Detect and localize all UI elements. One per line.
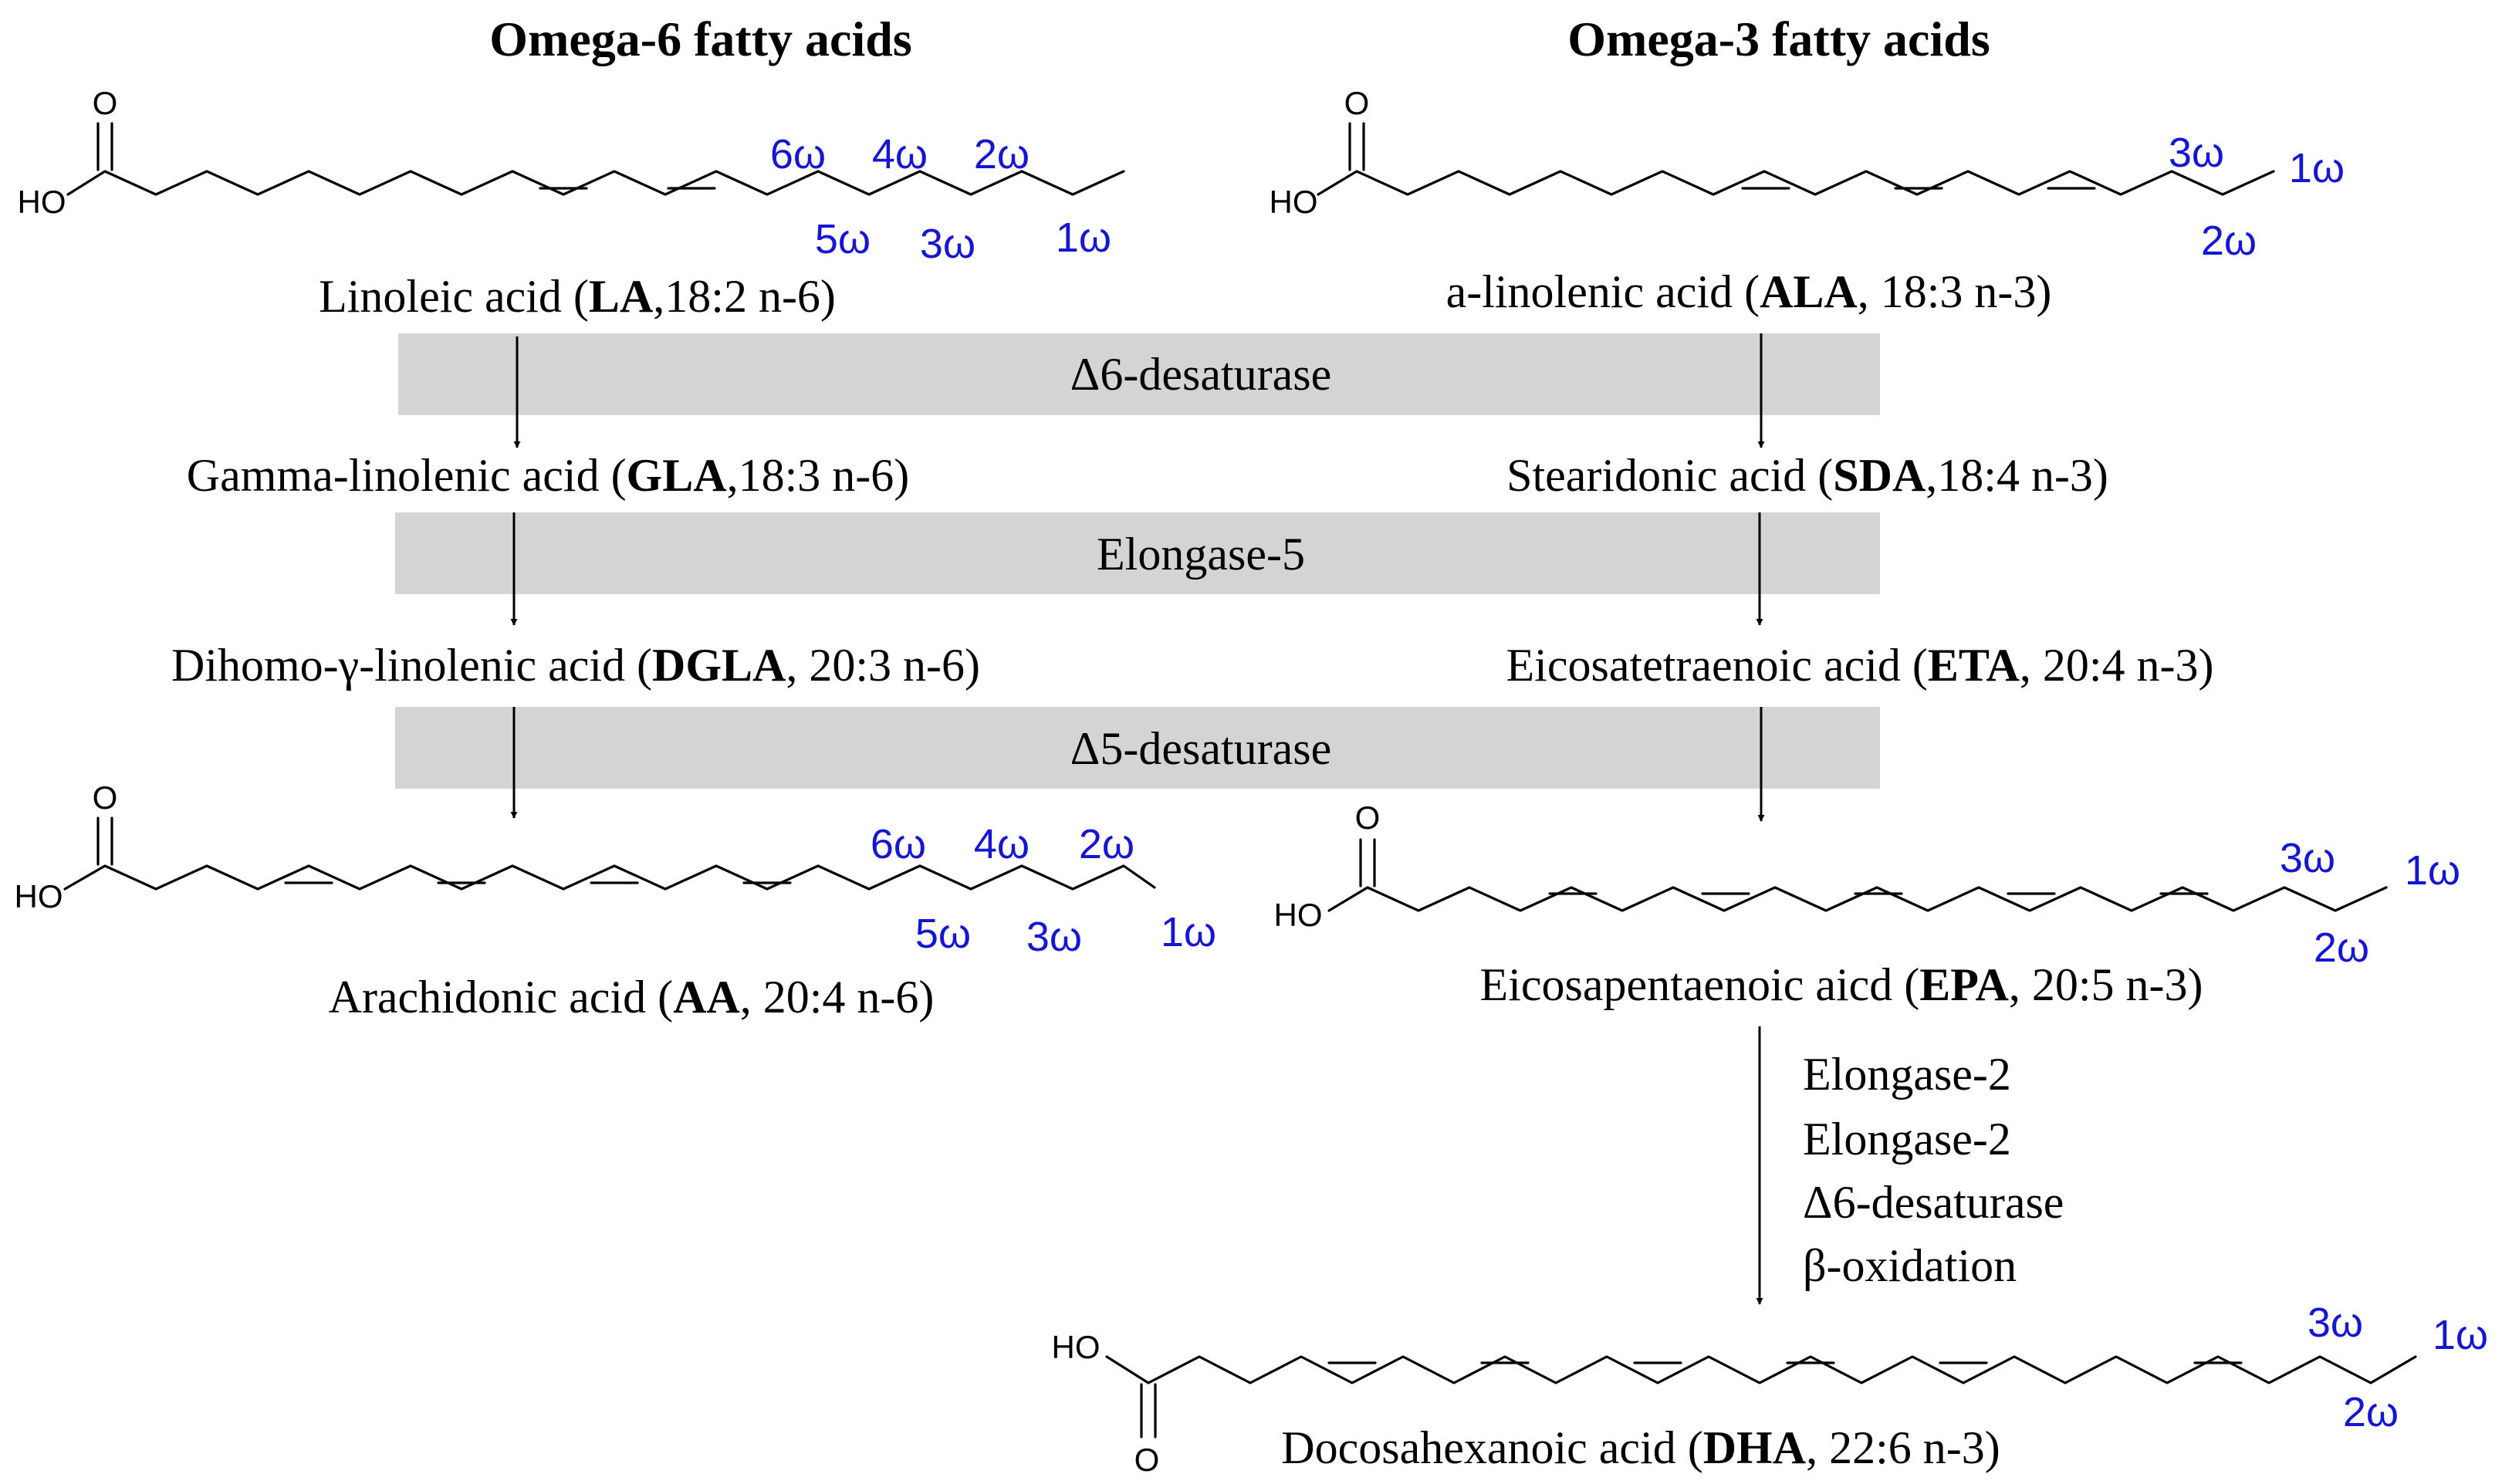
enzyme-band-delta6 bbox=[398, 333, 1880, 415]
omega-label: 2ω bbox=[2343, 1389, 2399, 1435]
oxygen-atom: O bbox=[1355, 799, 1381, 836]
omega-label: 1ω bbox=[2405, 847, 2460, 894]
omega-label: 3ω bbox=[1026, 914, 1082, 960]
omega-label: 2ω bbox=[2201, 218, 2257, 264]
omega-label: 2ω bbox=[1079, 821, 1134, 867]
epa-to-dha-steps: Elongase-2 Elongase-2 Δ6-desaturase β-ox… bbox=[1803, 1049, 2064, 1291]
omega-label: 5ω bbox=[815, 216, 871, 262]
omega-label: 3ω bbox=[2169, 130, 2224, 176]
omega-label: 4ω bbox=[872, 131, 928, 177]
label-dgla: Dihomo-γ-linolenic acid (DGLA, 20:3 n-6) bbox=[171, 640, 980, 691]
omega-label: 6ω bbox=[770, 131, 826, 177]
hydroxyl-group: HO bbox=[1274, 897, 1323, 933]
structure-docosahexaenoic-acid: O HO 3ω 1ω 2ω bbox=[1052, 1300, 2489, 1478]
structure-eicosapentaenoic-acid: O HO 3ω 1ω 2ω bbox=[1274, 799, 2461, 971]
step-delta6: Δ6-desaturase bbox=[1803, 1177, 2064, 1228]
oxygen-atom: O bbox=[93, 779, 118, 816]
label-la: Linoleic acid (LA,18:2 n-6) bbox=[319, 271, 836, 322]
omega3-header: Omega-3 fatty acids bbox=[1567, 12, 1990, 66]
oxygen-atom: O bbox=[1344, 85, 1370, 121]
omega6-header: Omega-6 fatty acids bbox=[489, 12, 911, 66]
structure-linoleic-acid: O HO 6ω 4ω 2ω 5ω 3ω 1ω bbox=[18, 85, 1125, 267]
omega-label: 5ω bbox=[915, 911, 971, 957]
omega-label: 1ω bbox=[2289, 145, 2345, 191]
omega-label: 3ω bbox=[920, 221, 975, 267]
oxygen-atom: O bbox=[93, 85, 118, 121]
enzyme-label-delta6: Δ6-desaturase bbox=[1070, 349, 1331, 400]
omega-label: 3ω bbox=[2308, 1300, 2363, 1346]
omega-label: 2ω bbox=[974, 131, 1030, 177]
omega-label: 1ω bbox=[2433, 1312, 2488, 1358]
enzyme-label-delta5: Δ5-desaturase bbox=[1070, 723, 1331, 774]
pathway-arrows bbox=[510, 333, 1765, 1305]
hydroxyl-group: HO bbox=[18, 184, 66, 220]
label-sda: Stearidonic acid (SDA,18:4 n-3) bbox=[1506, 450, 2108, 501]
label-ala: a-linolenic acid (ALA, 18:3 n-3) bbox=[1446, 266, 2052, 317]
label-eta: Eicosatetraenoic acid (ETA, 20:4 n-3) bbox=[1506, 640, 2214, 691]
oxygen-atom: O bbox=[1134, 1442, 1160, 1478]
label-gla: Gamma-linolenic acid (GLA,18:3 n-6) bbox=[187, 450, 909, 501]
step-elongase2-a: Elongase-2 bbox=[1803, 1049, 2011, 1100]
label-dha: Docosahexanoic acid (DHA, 22:6 n-3) bbox=[1281, 1422, 2000, 1473]
step-elongase2-b: Elongase-2 bbox=[1803, 1114, 2011, 1165]
structure-arachidonic-acid: O HO 6ω 4ω 2ω 5ω 3ω 1ω bbox=[15, 779, 1217, 960]
omega-label: 3ω bbox=[2280, 835, 2335, 881]
omega-label: 2ω bbox=[2314, 925, 2369, 971]
omega-label: 6ω bbox=[871, 821, 926, 867]
enzyme-band-delta5 bbox=[395, 707, 1880, 789]
omega-label: 1ω bbox=[1056, 215, 1111, 261]
enzyme-label-elongase5: Elongase-5 bbox=[1097, 529, 1305, 580]
omega-label: 4ω bbox=[974, 821, 1030, 867]
hydroxyl-group: HO bbox=[15, 878, 63, 914]
step-beta-oxidation: β-oxidation bbox=[1803, 1240, 2017, 1291]
hydroxyl-group: HO bbox=[1270, 184, 1318, 220]
hydroxyl-group: HO bbox=[1052, 1329, 1101, 1365]
label-aa: Arachidonic acid (AA, 20:4 n-6) bbox=[329, 972, 935, 1023]
label-epa: Eicosapentaenoic aicd (EPA, 20:5 n-3) bbox=[1480, 959, 2203, 1010]
enzyme-band-elongase5 bbox=[395, 512, 1880, 594]
omega-label: 1ω bbox=[1161, 909, 1216, 955]
structure-alpha-linolenic-acid: O HO 3ω 1ω 2ω bbox=[1270, 85, 2345, 264]
